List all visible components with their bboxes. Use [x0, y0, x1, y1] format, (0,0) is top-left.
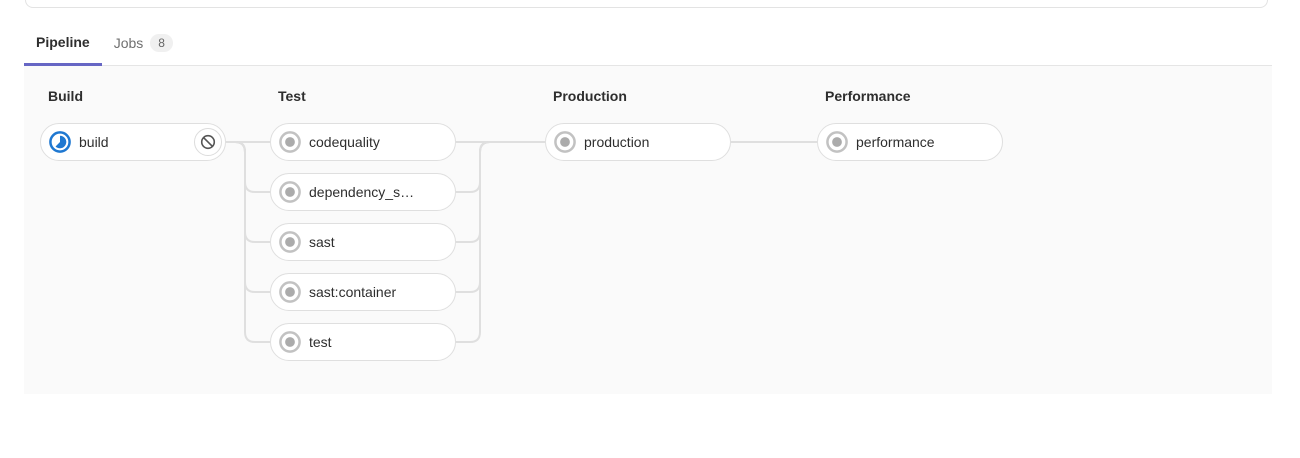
jobs-count-badge: 8: [150, 34, 173, 52]
job-sast-container[interactable]: sast:container: [270, 273, 456, 311]
pipeline-summary-box: [25, 0, 1268, 8]
pipeline-graph-background: [24, 66, 1272, 394]
job-label: codequality: [309, 134, 380, 150]
created-status-icon: [279, 181, 301, 203]
stage-header-test: Test: [278, 88, 306, 104]
tab-jobs-label: Jobs: [113, 35, 144, 51]
cancel-job-button[interactable]: [194, 128, 222, 156]
job-performance[interactable]: performance: [817, 123, 1003, 161]
pipeline-tabs: Pipeline Jobs 8: [24, 8, 1272, 66]
job-label: test: [309, 334, 332, 350]
created-status-icon: [279, 281, 301, 303]
job-label: dependency_s…: [309, 184, 415, 200]
running-status-icon: [49, 131, 71, 153]
job-dependency-scanning[interactable]: dependency_s…: [270, 173, 456, 211]
created-status-icon: [554, 131, 576, 153]
job-label: build: [79, 134, 109, 150]
stage-header-performance: Performance: [825, 88, 911, 104]
created-status-icon: [279, 331, 301, 353]
job-production[interactable]: production: [545, 123, 731, 161]
stage-header-build: Build: [48, 88, 83, 104]
job-test[interactable]: test: [270, 323, 456, 361]
job-label: sast:container: [309, 284, 397, 300]
tab-pipeline-label: Pipeline: [36, 34, 90, 50]
job-sast[interactable]: sast: [270, 223, 456, 261]
cancel-ban-icon: [200, 134, 216, 150]
tab-jobs[interactable]: Jobs 8: [102, 21, 185, 65]
created-status-icon: [279, 131, 301, 153]
job-label: sast: [309, 234, 335, 250]
job-codequality[interactable]: codequality: [270, 123, 456, 161]
job-label: performance: [856, 134, 935, 150]
created-status-icon: [279, 231, 301, 253]
job-label: production: [584, 134, 650, 150]
created-status-icon: [826, 131, 848, 153]
stage-header-production: Production: [553, 88, 627, 104]
tab-pipeline[interactable]: Pipeline: [24, 21, 102, 66]
job-build[interactable]: build: [40, 123, 226, 161]
